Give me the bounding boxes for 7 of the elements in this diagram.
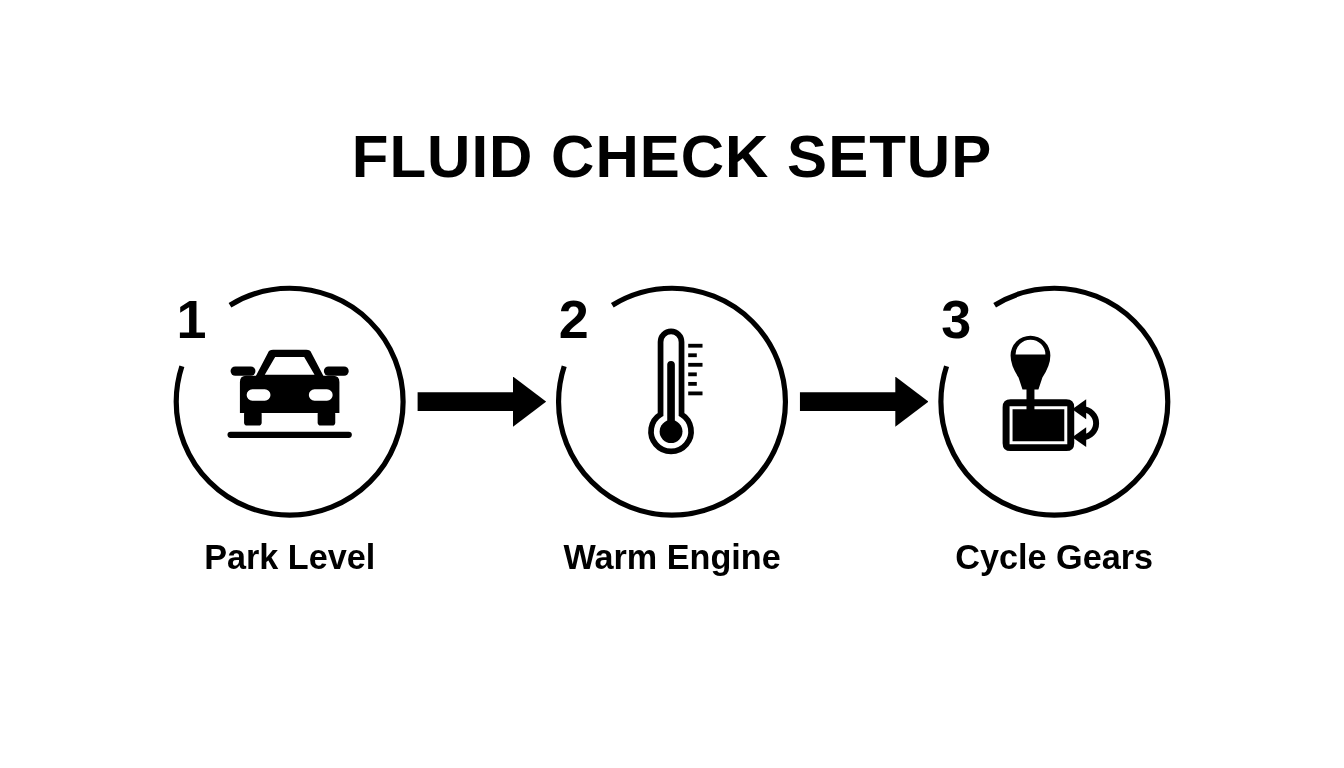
diagram-title: FLUID CHECK SETUP — [351, 122, 993, 192]
step-caption: Warm Engine — [563, 537, 781, 578]
step-number: 3 — [941, 289, 972, 350]
step-caption: Park Level — [204, 537, 376, 578]
step-number: 2 — [558, 289, 589, 350]
step-caption: Cycle Gears — [955, 537, 1153, 578]
step-number: 1 — [176, 289, 207, 350]
